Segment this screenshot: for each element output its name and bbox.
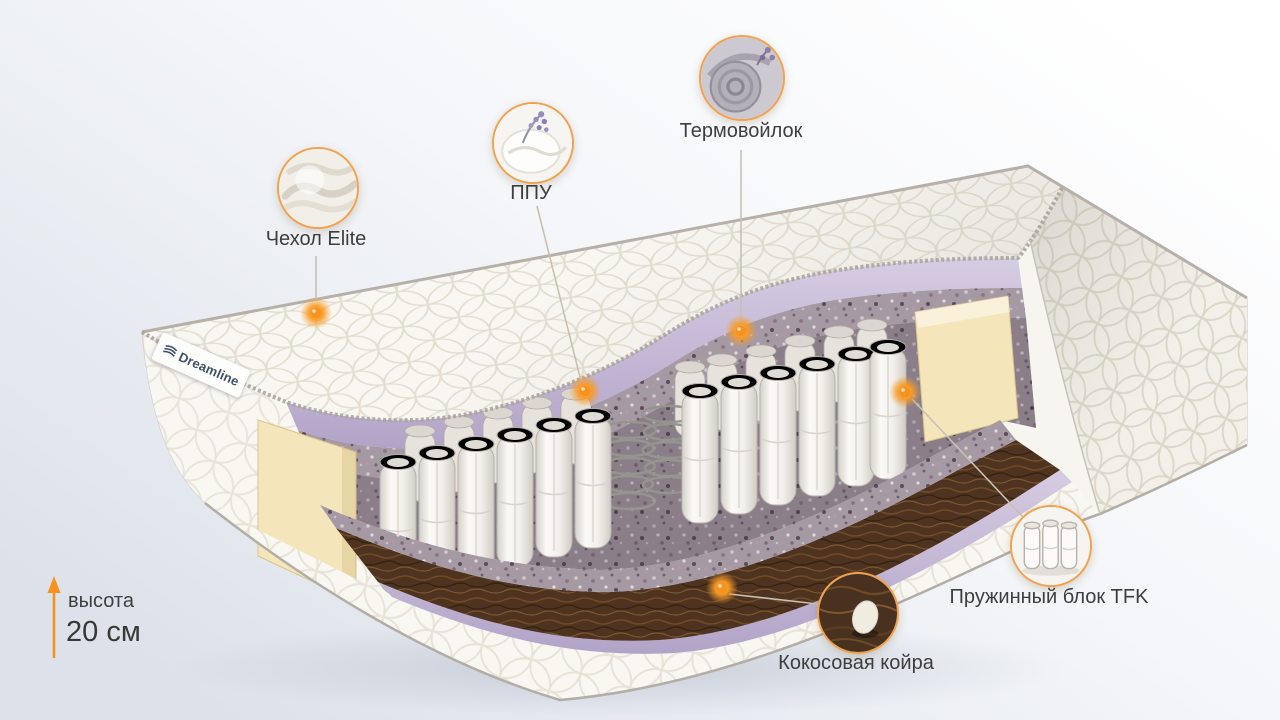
- hotspot-dot-springs: [889, 376, 921, 408]
- bottom-border: [205, 482, 1100, 700]
- foam-icon: [494, 104, 572, 182]
- height-arrow: [47, 576, 61, 658]
- hotspot-dot-coir: [706, 572, 738, 604]
- label-ppu: ППУ: [510, 182, 552, 204]
- label-springs: Пружинный блок TFK: [949, 586, 1149, 608]
- callout-circle-ppu: [492, 102, 574, 184]
- right-quilted-panel: [1028, 166, 1247, 514]
- hotspot-dot-thermofelt: [725, 315, 757, 347]
- bottom-foam-layer: [378, 470, 1072, 654]
- leader-lines: [315, 150, 1024, 605]
- callout-circle-springs: [1010, 505, 1092, 587]
- hotspot-dots: [300, 297, 921, 604]
- label-thermofelt: Термовойлок: [679, 120, 803, 142]
- coir-layer: [336, 440, 1060, 641]
- foam-layer: [286, 258, 1022, 449]
- brand-logo-icon: [162, 345, 177, 357]
- spring-block-icon: [1012, 507, 1090, 585]
- lower-felt-layer: [320, 420, 1016, 592]
- callout-circle-cover: [277, 147, 359, 229]
- label-coir: Кокосовая койра: [778, 652, 934, 674]
- leader-line-ppu: [536, 205, 582, 382]
- label-cover: Чехол Elite: [265, 228, 367, 250]
- height-value: 20 см: [66, 616, 141, 648]
- top-cover: [142, 166, 1062, 421]
- callout-circle-thermofelt: [699, 35, 785, 121]
- leader-line-coir: [728, 593, 819, 605]
- brand-tag: Dreamline: [151, 331, 251, 399]
- quilted-fabric-icon: [279, 149, 357, 227]
- height-label: высота: [68, 590, 134, 612]
- callout-circle-coir: [817, 572, 899, 654]
- thermofelt-layer: [298, 288, 1026, 481]
- hotspot-dot-cover: [300, 297, 332, 329]
- hotspot-dot-ppu: [569, 375, 601, 407]
- felt-roll-icon: [701, 37, 783, 119]
- coconut-coir-icon: [819, 574, 897, 652]
- leader-line-springs: [911, 398, 1024, 518]
